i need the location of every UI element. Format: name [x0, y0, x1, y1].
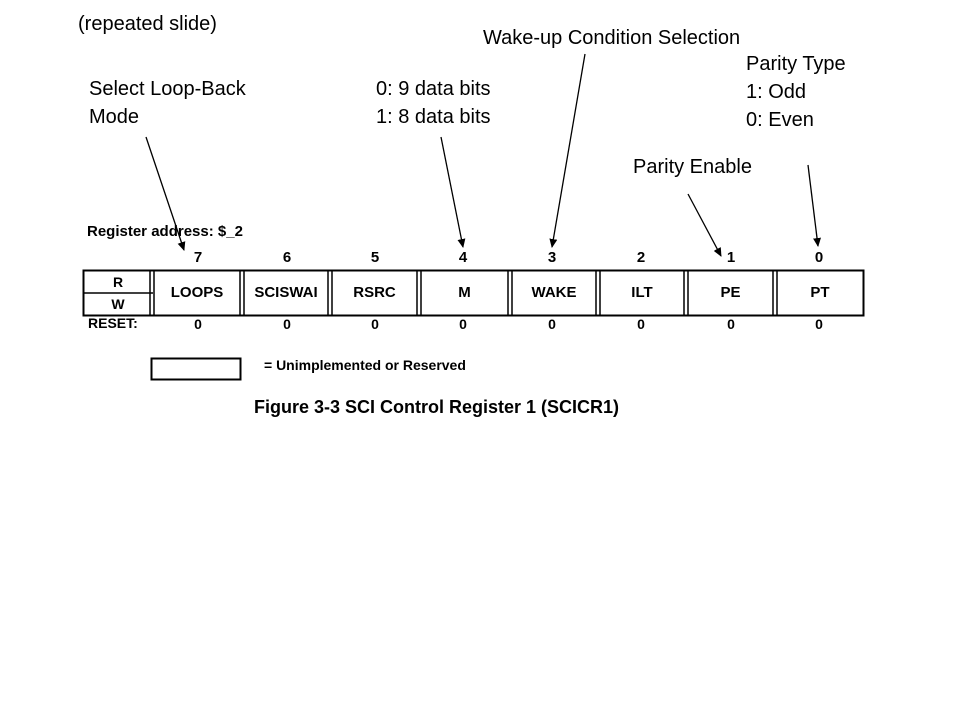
repeated-slide-note: (repeated slide) — [78, 13, 217, 35]
reset-value-bit-2: 0 — [637, 316, 645, 332]
parity-type-annotation-line-3: 0: Even — [746, 109, 814, 131]
bit-number-5: 5 — [370, 249, 380, 266]
reset-value-bit-6: 0 — [283, 316, 291, 332]
reset-value-bit-1: 0 — [727, 316, 735, 332]
legend-box — [150, 357, 242, 381]
figure-caption: Figure 3-3 SCI Control Register 1 (SCICR… — [254, 397, 620, 417]
parity-enable-arrow — [687, 193, 722, 257]
bit-number-3: 3 — [547, 249, 557, 266]
bit-number-7: 7 — [193, 249, 203, 266]
bit-cell-pt: PT — [810, 284, 830, 301]
bit-cell-wake: WAKE — [531, 284, 577, 301]
bit-cell-m: M — [458, 284, 471, 301]
bit-number-2: 2 — [636, 249, 646, 266]
loops-annotation-line-2: Mode — [89, 106, 140, 128]
parity-type-arrow — [807, 164, 821, 247]
bit-cell-loops: LOOPS — [170, 284, 224, 301]
parity-type-annotation: Parity Type 1: Odd 0: Even — [746, 50, 846, 134]
bit-cell-sciswai: SCISWAI — [254, 284, 318, 301]
bit-dividers — [149, 270, 778, 316]
wake-arrow — [549, 53, 586, 248]
bit-cell-rsrc: RSRC — [353, 284, 396, 301]
loops-arrow — [145, 136, 186, 251]
legend-text: = Unimplemented or Reserved — [264, 357, 466, 373]
parity-type-annotation-line-2: 1: Odd — [746, 81, 807, 103]
reset-value-bit-3: 0 — [548, 316, 556, 332]
m-arrow — [440, 136, 466, 248]
loops-annotation-line-1: Select Loop-Back — [89, 78, 246, 100]
parity-enable-annotation: Parity Enable — [633, 156, 752, 178]
bit-cell-pe: PE — [720, 284, 741, 301]
m-annotation-line-1: 0: 9 data bits — [376, 78, 491, 100]
reset-value-bit-7: 0 — [194, 316, 202, 332]
loops-annotation: Select Loop-Back Mode — [89, 75, 246, 131]
bit-number-4: 4 — [458, 249, 468, 266]
reset-value-bit-5: 0 — [371, 316, 379, 332]
m-annotation: 0: 9 data bits 1: 8 data bits — [376, 75, 491, 131]
reset-row-label: RESET: — [88, 315, 138, 331]
bit-cell-ilt: ILT — [631, 284, 653, 301]
bit-number-1: 1 — [726, 249, 736, 266]
reset-value-bit-0: 0 — [815, 316, 823, 332]
bit-number-0: 0 — [814, 249, 824, 266]
m-annotation-line-2: 1: 8 data bits — [376, 106, 491, 128]
register-address-title: Register address: $_2 — [87, 223, 243, 240]
parity-type-annotation-line-1: Parity Type — [746, 53, 846, 75]
wake-annotation: Wake-up Condition Selection — [483, 27, 741, 49]
bit-number-6: 6 — [282, 249, 292, 266]
write-row-label: W — [111, 296, 125, 312]
read-row-label: R — [112, 274, 124, 290]
reset-value-bit-4: 0 — [459, 316, 467, 332]
